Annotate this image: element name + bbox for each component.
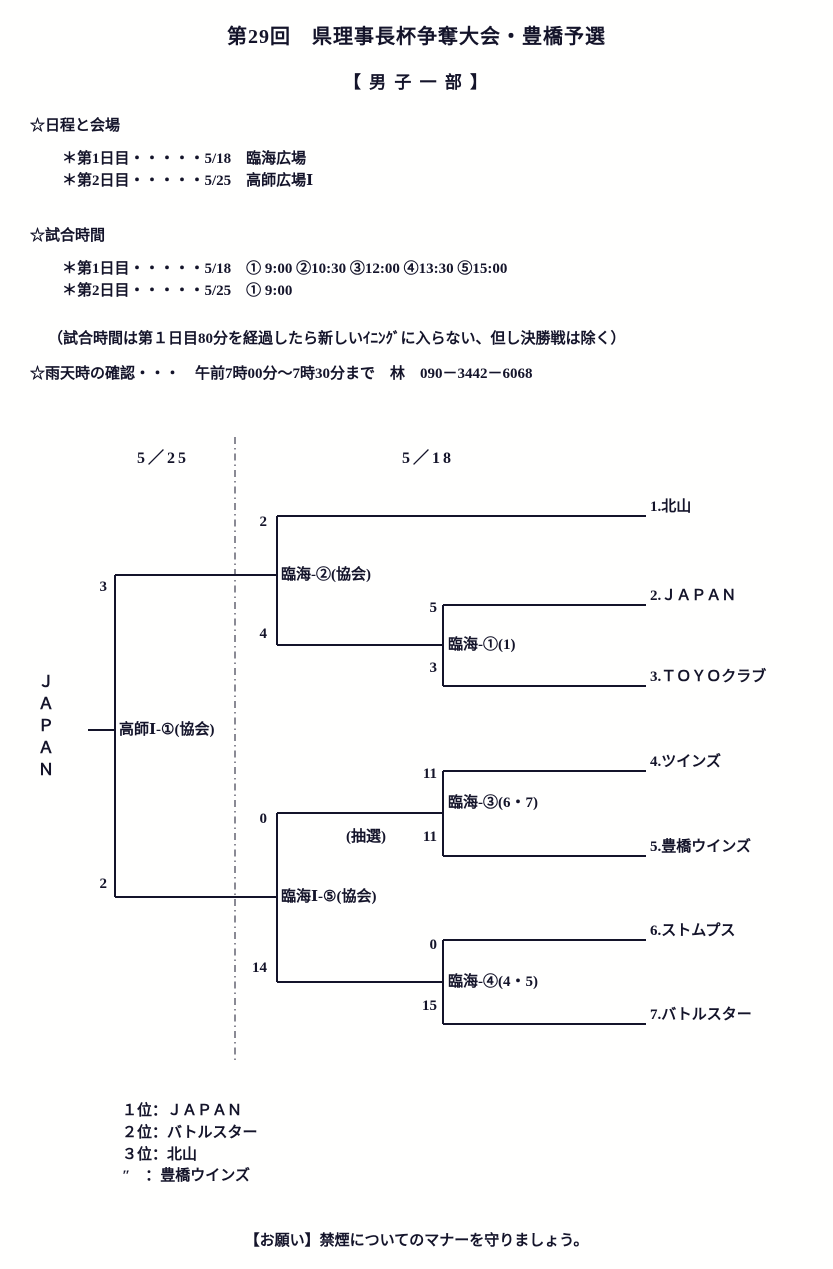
match-label-2: 臨海-②(協会) <box>281 567 371 583</box>
inning-rule-note: （試合時間は第１日目80分を経過したら新しいｲﾆﾝｸﾞに入らない、但し決勝戦は除… <box>48 331 626 347</box>
times-item-day2: ＊第2日目・・・・・5/25 ① 9:00 <box>62 283 293 299</box>
schedule-item-day1: ＊第1日目・・・・・5/18 臨海広場 <box>62 151 307 167</box>
draw-annotation: (抽選) <box>346 829 386 845</box>
score-m1-bottom: 3 <box>429 660 438 676</box>
round-date-left: 5／25 <box>137 450 190 467</box>
team-name-3: 3.ＴＯＹＯクラブ <box>650 669 767 685</box>
tournament-title: 第29回 県理事長杯争奪大会・豊橋予選 <box>227 26 606 48</box>
result-line-3: ３位：北山 <box>122 1147 198 1163</box>
score-m5-bottom: 14 <box>252 960 267 976</box>
score-m2-bottom: 4 <box>259 626 268 642</box>
team-name-7: 7.バトルスター <box>650 1007 752 1023</box>
score-m1-top: 5 <box>429 600 438 616</box>
result-line-1: １位：ＪＡＰＡＮ <box>122 1103 243 1119</box>
result-line-2: ２位：バトルスター <box>122 1125 258 1141</box>
round-date-right: 5／18 <box>402 450 455 467</box>
score-final-top: 3 <box>99 579 108 595</box>
score-m5-top: 0 <box>259 811 268 827</box>
match-label-1: 臨海-①(1) <box>448 637 516 653</box>
score-m2-top: 2 <box>259 514 268 530</box>
times-item-day1: ＊第1日目・・・・・5/18 ① 9:00 ②10:30 ③12:00 ④13:… <box>62 261 508 277</box>
match-label-5: 臨海Ⅰ-⑤(協会) <box>281 889 377 905</box>
match-label-final: 高師Ⅰ-①(協会) <box>119 722 215 738</box>
team-name-6: 6.ストムプス <box>650 923 736 939</box>
schedule-item-day2: ＊第2日目・・・・・5/25 高師広場Ⅰ <box>62 173 314 189</box>
score-m3-bottom: 11 <box>422 829 437 845</box>
team-name-5: 5.豊橋ウインズ <box>650 839 751 855</box>
score-final-bottom: 2 <box>99 876 108 892</box>
match-label-3: 臨海-③(6・7) <box>448 795 538 811</box>
team-name-2: 2.ＪＡＰＡＮ <box>650 588 737 604</box>
team-name-4: 4.ツインズ <box>650 754 721 770</box>
division-label: 【 男 子 一 部 】 <box>343 73 490 92</box>
result-line-4: ″ ：豊橋ウインズ <box>122 1168 250 1184</box>
team-name-1: 1.北山 <box>650 499 692 515</box>
bracket-path <box>88 515 646 1025</box>
footer-notice: 【お願い】禁煙についてのマナーを守りましょう。 <box>244 1233 589 1249</box>
score-m3-top: 11 <box>422 766 437 782</box>
champion-name: ＪＡＰＡＮ <box>38 674 55 779</box>
schedule-heading: ☆日程と会場 <box>30 118 121 134</box>
score-m4-bottom: 15 <box>422 998 437 1014</box>
score-m4-top: 0 <box>429 937 438 953</box>
match-label-4: 臨海-④(4・5) <box>448 974 538 990</box>
times-heading: ☆試合時間 <box>30 228 106 244</box>
rain-contact-info: ☆雨天時の確認・・・ 午前7時00分～7時30分まで 林 090－3442－60… <box>30 366 533 382</box>
